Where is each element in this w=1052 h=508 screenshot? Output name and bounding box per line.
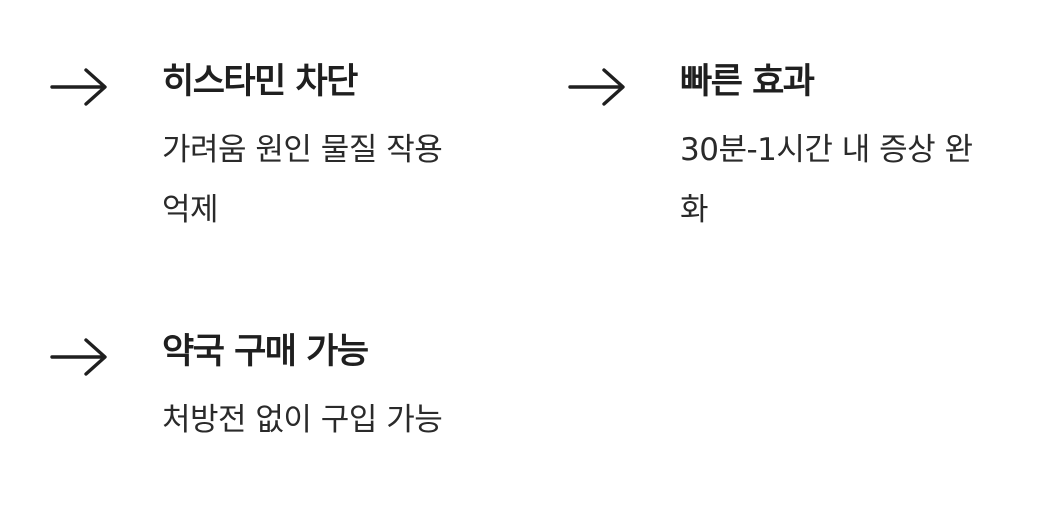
feature-description-line: 가려움 원인 물질 작용 <box>162 132 443 168</box>
feature-title: 히스타민 차단 <box>162 62 358 102</box>
feature-description: 30분-1시간 내 증상 완 화 <box>680 120 1020 240</box>
feature-title: 약국 구매 가능 <box>162 332 369 372</box>
feature-description-line: 화 <box>680 192 709 228</box>
feature-description: 가려움 원인 물질 작용 억제 <box>162 120 502 240</box>
feature-title: 빠른 효과 <box>680 62 815 102</box>
arrow-right-icon <box>568 67 626 107</box>
feature-description-line: 처방전 없이 구입 가능 <box>162 402 443 438</box>
arrow-right-icon <box>50 67 108 107</box>
feature-description-line: 억제 <box>162 192 219 228</box>
feature-description: 처방전 없이 구입 가능 <box>162 390 502 450</box>
feature-description-line: 30분-1시간 내 증상 완 <box>680 132 973 168</box>
arrow-right-icon <box>50 337 108 377</box>
